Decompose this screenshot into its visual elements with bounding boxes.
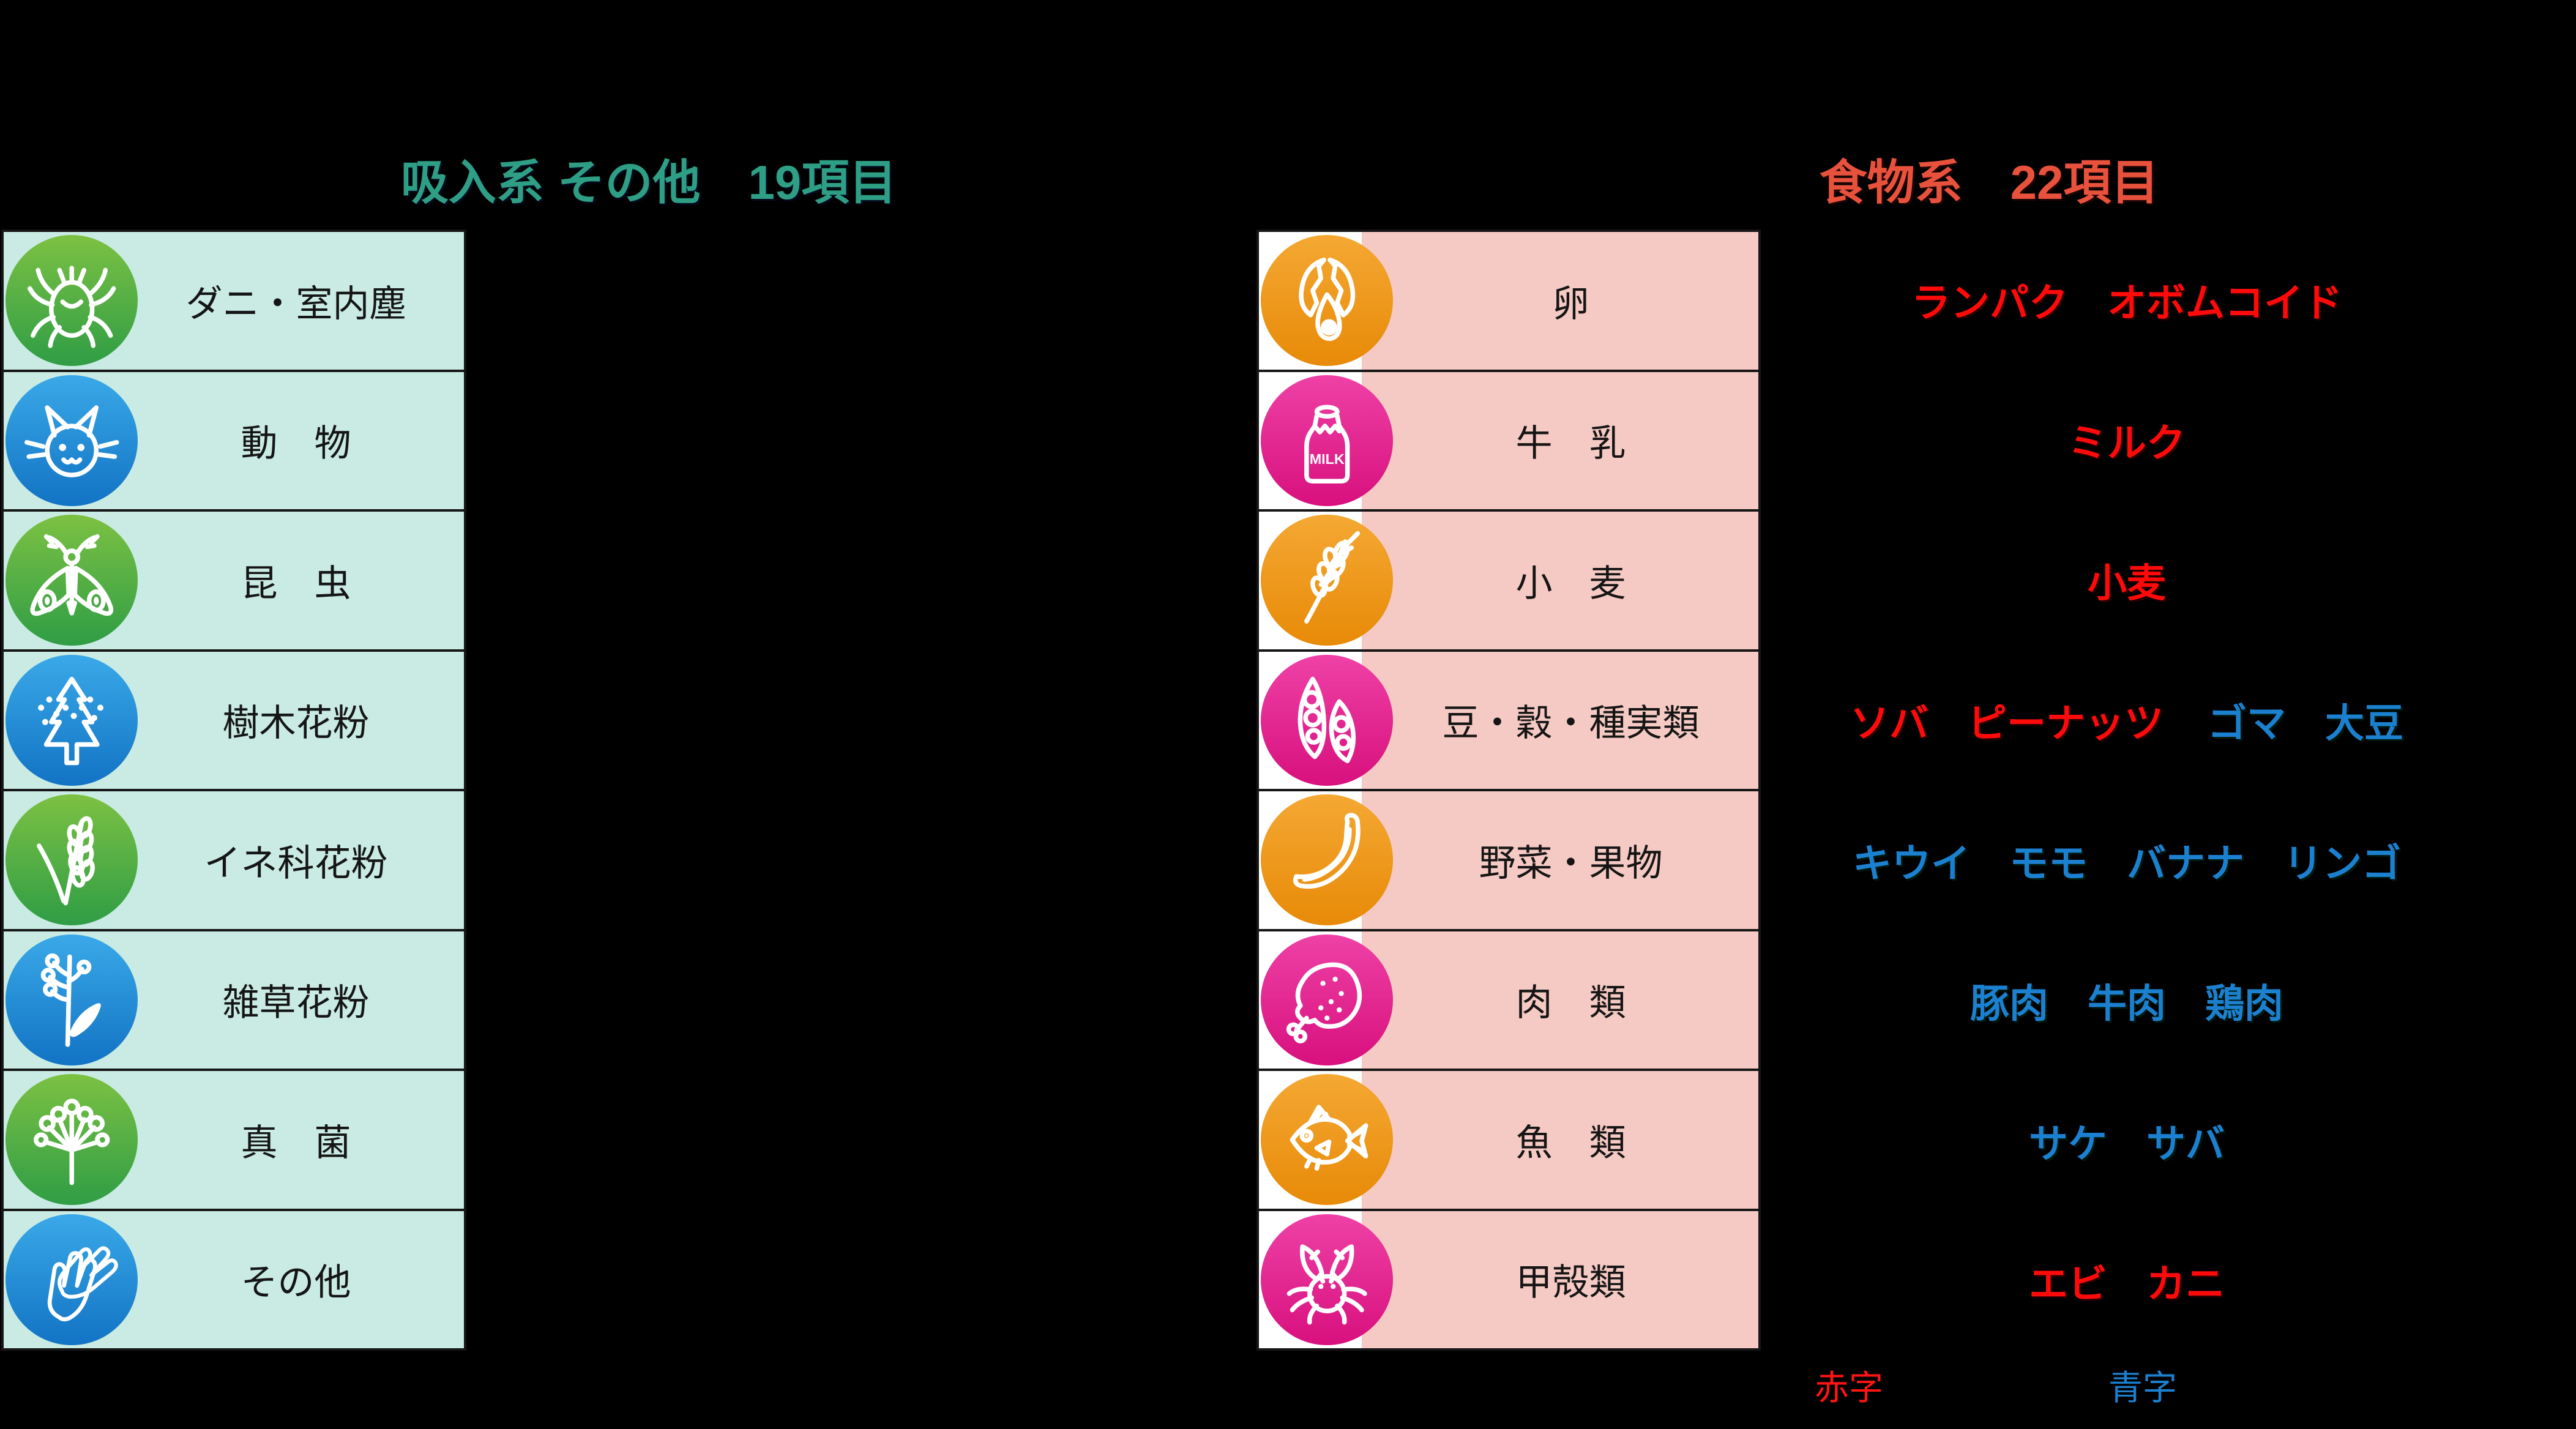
- allergen-red-text: ソバ ピーナッツ: [1850, 701, 2163, 745]
- table-row: 甲殻類: [1259, 1211, 1758, 1348]
- inhalant-section-title: 吸入系 その他 19項目: [400, 155, 897, 209]
- row-label: 野菜・果物: [1479, 842, 1663, 884]
- table-row: イネ科花粉: [4, 791, 464, 931]
- cat-icon: [6, 375, 138, 506]
- allergen-row: 豚肉 牛肉 鶏肉: [1769, 930, 2485, 1070]
- table-row: 樹木花粉: [4, 652, 464, 791]
- row-label: イネ科花粉: [204, 842, 388, 884]
- table-row: 魚 類: [1259, 1071, 1758, 1211]
- tree-pollen-icon: [6, 654, 138, 786]
- food-section-title: 食物系 22項目: [1819, 155, 2159, 209]
- milk-bottle-icon: MILK: [1261, 375, 1393, 506]
- table-row: ダニ・室内塵: [4, 232, 464, 372]
- allergen-red-text: 小麦: [2088, 561, 2166, 605]
- fish-icon: [1261, 1074, 1393, 1206]
- table-row: その他: [4, 1211, 464, 1349]
- row-label: 肉 類: [1515, 982, 1626, 1024]
- legend-red-label: 赤字: [1815, 1368, 1883, 1407]
- soybean-icon: [1261, 654, 1393, 786]
- row-label: 卵: [1552, 283, 1589, 324]
- row-label: 動 物: [241, 423, 351, 465]
- allergen-row: 小麦: [1769, 510, 2485, 650]
- mite-icon: [6, 235, 138, 367]
- allergen-row: サケ サバ: [1769, 1070, 2485, 1211]
- allergen-blue-text: 豚肉 牛肉 鶏肉: [1970, 981, 2283, 1026]
- meat-icon: [1261, 934, 1393, 1065]
- table-row: 雑草花粉: [4, 931, 464, 1071]
- row-label: 雑草花粉: [222, 982, 370, 1024]
- table-row: MILK 牛 乳: [1259, 371, 1758, 512]
- table-row: 小 麦: [1259, 512, 1758, 652]
- banana-icon: [1261, 794, 1393, 926]
- table-row: 豆・穀・種実類: [1259, 651, 1758, 791]
- legend-blue-label: 青字: [2108, 1368, 2177, 1407]
- allergen-row: キウイ モモ バナナ リンゴ: [1769, 790, 2485, 930]
- allergen-row: ランパク オボムコイド: [1769, 229, 2485, 370]
- allergen-row: ソバ ピーナッツ ゴマ 大豆: [1769, 650, 2485, 790]
- row-label: 小 麦: [1515, 562, 1626, 604]
- allergen-blue-text: キウイ モモ バナナ リンゴ: [1853, 841, 2401, 886]
- row-label: 真 菌: [241, 1122, 351, 1163]
- row-label: 樹木花粉: [222, 703, 370, 744]
- allergen-red-text: エビ カニ: [2029, 1261, 2225, 1306]
- row-label: 甲殻類: [1515, 1262, 1626, 1304]
- allergen-row: ミルク: [1769, 370, 2485, 510]
- table-row: 卵: [1259, 232, 1758, 372]
- grass-pollen-icon: [6, 794, 138, 926]
- allergen-red-text: ミルク: [2068, 420, 2186, 465]
- table-row: 動 物: [4, 372, 464, 512]
- moth-icon: [6, 515, 138, 646]
- row-label: 牛 乳: [1515, 423, 1626, 465]
- allergen-blue-text: ゴマ 大豆: [2208, 701, 2403, 745]
- crab-icon: [1261, 1214, 1393, 1345]
- svg-text:MILK: MILK: [1309, 451, 1344, 467]
- allergen-names-column: ランパク オボムコイド ミルク 小麦 ソバ ピーナッツ ゴマ 大豆 キウイ モモ…: [1769, 229, 2485, 1351]
- food-table: 卵 MILK 牛 乳: [1256, 229, 1761, 1351]
- row-label: 魚 類: [1515, 1122, 1626, 1163]
- row-label: ダニ・室内塵: [185, 283, 406, 324]
- row-label: その他: [241, 1262, 351, 1304]
- gloves-icon: [6, 1214, 138, 1345]
- table-row: 肉 類: [1259, 931, 1758, 1071]
- row-label: 昆 虫: [241, 562, 351, 604]
- table-row: 野菜・果物: [1259, 791, 1758, 931]
- table-row: 真 菌: [4, 1071, 464, 1211]
- allergen-red-text: ランパク オボムコイド: [1911, 280, 2342, 325]
- allergen-row: エビ カニ: [1769, 1211, 2485, 1351]
- wheat-icon: [1261, 515, 1393, 646]
- inhalant-table: ダニ・室内塵 動 物: [1, 229, 466, 1351]
- row-label: 豆・穀・種実類: [1442, 703, 1700, 744]
- table-row: 昆 虫: [4, 512, 464, 652]
- allergen-blue-text: サケ サバ: [2029, 1121, 2225, 1166]
- weed-pollen-icon: [6, 934, 138, 1065]
- fungus-icon: [6, 1074, 138, 1206]
- egg-icon: [1261, 235, 1393, 367]
